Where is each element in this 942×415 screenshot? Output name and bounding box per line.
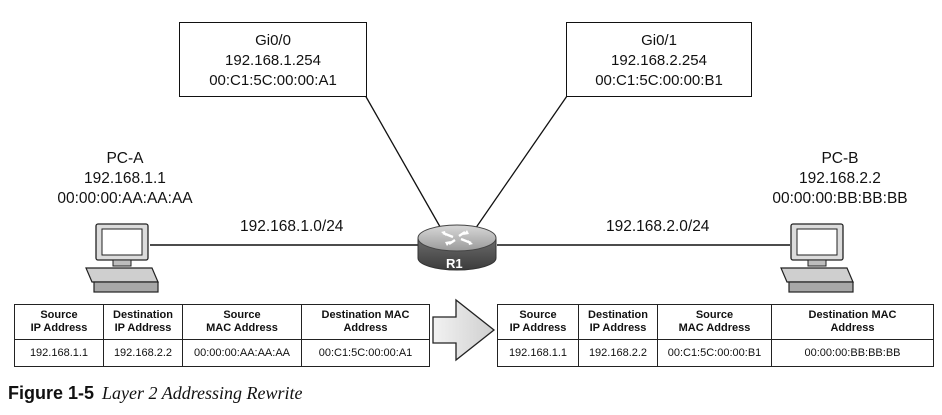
- rewrite-arrow-icon: [432, 298, 496, 362]
- gi01-info-box: Gi0/1 192.168.2.254 00:C1:5C:00:00:B1: [566, 22, 752, 97]
- network-right-label: 192.168.2.0/24: [606, 218, 710, 235]
- cell-destination-mac: 00:00:00:BB:BB:BB: [771, 339, 934, 367]
- callout-line-gi01: [472, 95, 568, 233]
- gi01-interface: Gi0/1: [641, 32, 677, 49]
- pca-name: PC-A: [106, 150, 144, 167]
- pcb-mac: 00:00:00:BB:BB:BB: [772, 190, 908, 207]
- router-name: R1: [446, 256, 463, 271]
- gi00-ip: 192.168.1.254: [225, 52, 321, 69]
- figure-caption: Figure 1-5 Layer 2 Addressing Rewrite: [8, 383, 303, 404]
- figure-number: Figure 1-5: [8, 383, 95, 403]
- figure-title: Layer 2 Addressing Rewrite: [102, 383, 303, 403]
- gi00-info-box: Gi0/0 192.168.1.254 00:C1:5C:00:00:A1: [179, 22, 367, 97]
- pcb-computer-icon: [780, 223, 854, 293]
- gi00-mac: 00:C1:5C:00:00:A1: [209, 72, 337, 89]
- table-row: 192.168.1.1 192.168.2.2 00:C1:5C:00:00:B…: [497, 339, 934, 367]
- pcb-ip: 192.168.2.2: [799, 170, 881, 187]
- gi01-mac: 00:C1:5C:00:00:B1: [595, 72, 723, 89]
- network-left-label: 192.168.1.0/24: [240, 218, 344, 235]
- pca-label: PC-A 192.168.1.1 00:00:00:AA:AA:AA: [50, 149, 200, 209]
- cell-destination-ip: 192.168.2.2: [578, 339, 658, 367]
- pcb-label: PC-B 192.168.2.2 00:00:00:BB:BB:BB: [740, 149, 940, 209]
- callout-line-gi00: [364, 94, 444, 233]
- cell-destination-mac: 00:C1:5C:00:00:A1: [301, 339, 430, 367]
- cell-source-mac: 00:C1:5C:00:00:B1: [657, 339, 772, 367]
- cell-source-ip: 192.168.1.1: [497, 339, 579, 367]
- pca-computer-icon: [85, 223, 159, 293]
- gi01-ip: 192.168.2.254: [611, 52, 707, 69]
- cell-destination-ip: 192.168.2.2: [103, 339, 183, 367]
- gi00-interface: Gi0/0: [255, 32, 291, 49]
- pca-ip: 192.168.1.1: [84, 170, 166, 187]
- router-icon: [417, 224, 497, 271]
- cell-source-ip: 192.168.1.1: [14, 339, 104, 367]
- table-row: 192.168.1.1 192.168.2.2 00:00:00:AA:AA:A…: [14, 339, 430, 367]
- cell-source-mac: 00:00:00:AA:AA:AA: [182, 339, 302, 367]
- pcb-name: PC-B: [821, 150, 859, 167]
- pca-mac: 00:00:00:AA:AA:AA: [57, 190, 193, 207]
